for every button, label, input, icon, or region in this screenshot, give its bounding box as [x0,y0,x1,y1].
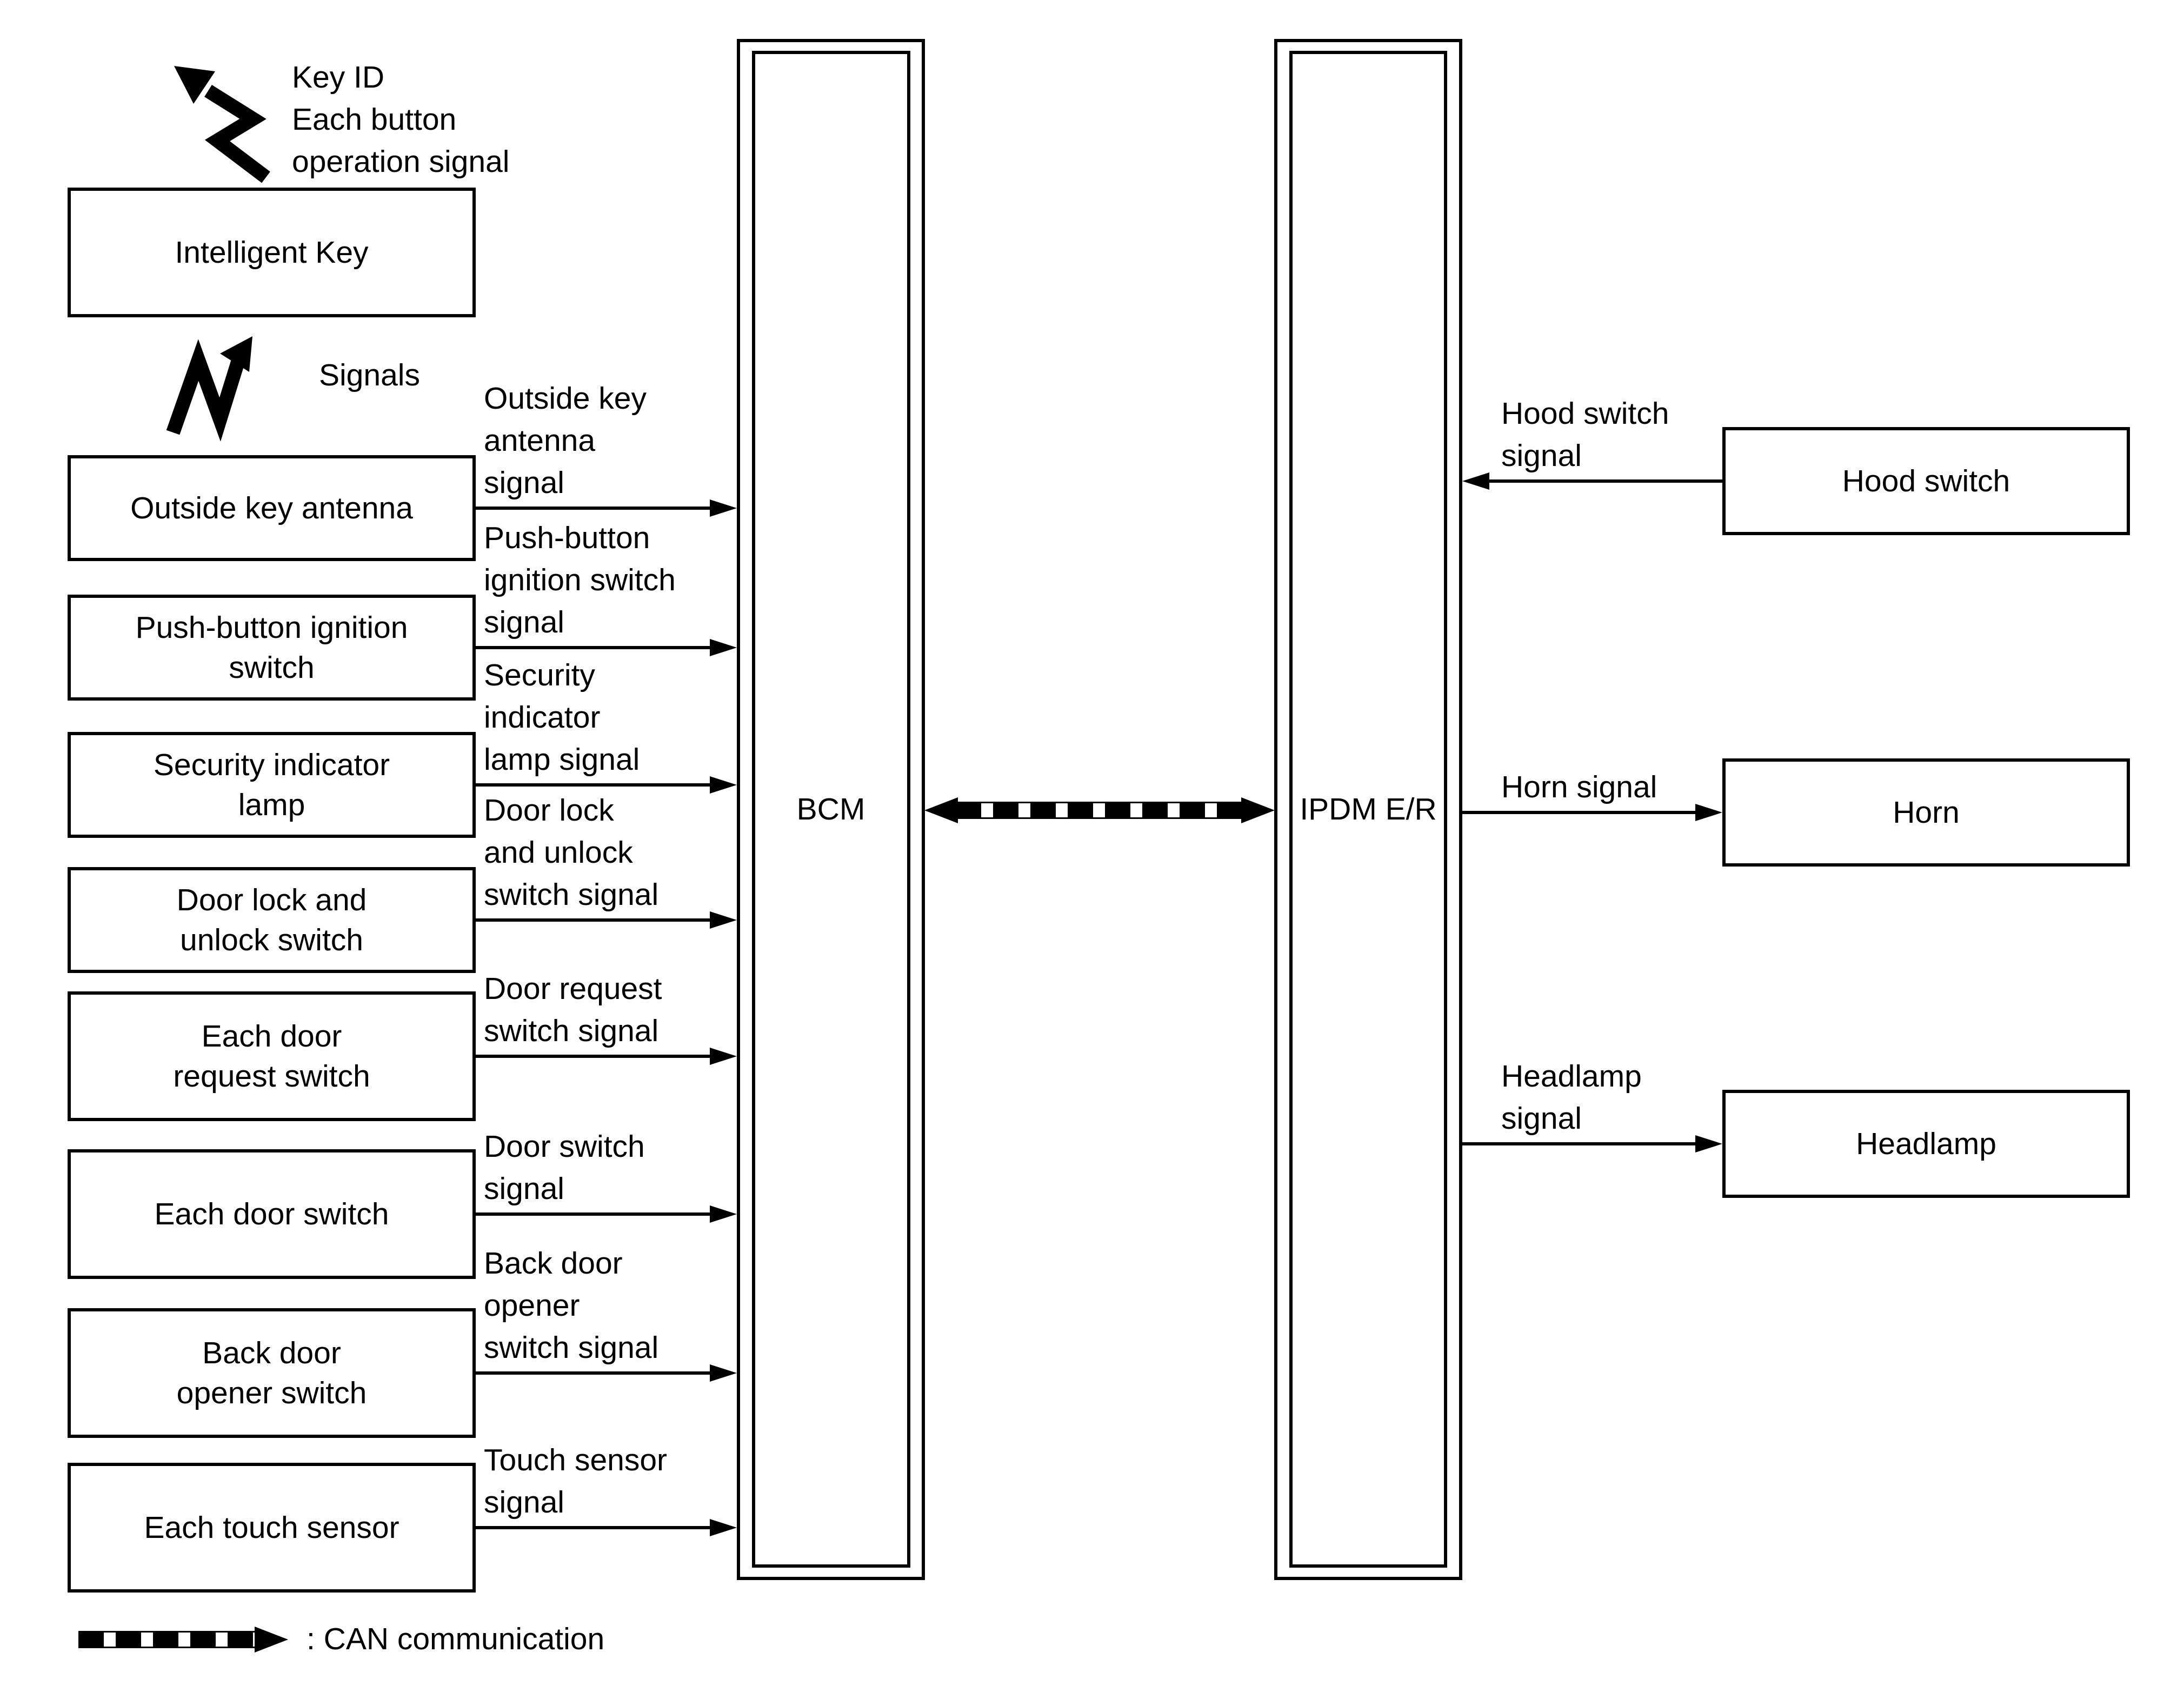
node-label: Security indicator lamp [153,748,390,822]
intelligent-key-box: Intelligent Key [68,188,476,317]
arrow-line [476,1371,712,1375]
node-each-door-switch: Each door switch [68,1149,476,1279]
arrowhead-right-icon [710,1364,737,1382]
arrow-line [476,507,712,510]
can-arrowhead-left-icon [924,797,958,823]
node-label: Door lock and unlock switch [176,883,367,957]
node-label: Hood switch [1842,464,2010,498]
arrowhead-right-icon [1695,804,1722,821]
signal-label-touch-sensor: Touch sensor signal [484,1443,668,1520]
arrowhead-right-icon [1695,1135,1722,1152]
arrow-line [1462,811,1696,814]
intelligent-key-label: Intelligent Key [175,235,369,270]
arrow-line [476,783,712,787]
bcm-box-inner [752,51,910,1568]
node-headlamp: Headlamp [1722,1090,2130,1198]
arrow-line [476,918,712,922]
node-label: Headlamp [1856,1127,1996,1161]
node-outside-key-antenna: Outside key antenna [68,455,476,561]
signal-label-door-request: Door request switch signal [484,971,662,1048]
legend-can-arrowhead-icon [255,1627,288,1653]
node-label: Each touch sensor [144,1510,399,1545]
node-each-touch-sensor: Each touch sensor [68,1463,476,1593]
node-label: Each door switch [154,1197,389,1231]
node-label: Horn [1893,795,1960,830]
node-door-lock-unlock-switch: Door lock and unlock switch [68,867,476,973]
signals-zigzag-arrow-icon [166,336,252,442]
can-arrowhead-right-icon [1241,797,1275,823]
signal-label-push-button-ignition: Push-button ignition switch signal [484,521,676,639]
signal-label-hood-switch: Hood switch signal [1501,396,1669,473]
arrowhead-right-icon [710,1519,737,1536]
arrowhead-right-icon [710,1205,737,1223]
signal-label-outside-key-antenna: Outside key antenna signal [484,381,647,500]
arrowhead-left-icon [1462,472,1489,490]
node-horn: Horn [1722,758,2130,867]
signal-label-horn: Horn signal [1501,770,1657,804]
signal-label-door-switch: Door switch signal [484,1129,645,1206]
node-push-button-ignition-switch: Push-button ignition switch [68,595,476,701]
arrow-line [476,1055,712,1058]
node-back-door-opener-switch: Back door opener switch [68,1308,476,1438]
arrow-line [1488,479,1722,483]
arrowhead-right-icon [710,776,737,794]
signal-label-back-door-opener: Back door opener switch signal [484,1246,659,1365]
signals-note: Signals [319,358,420,392]
arrow-line [476,1212,712,1216]
legend-label: : CAN communication [307,1622,605,1656]
arrowhead-right-icon [710,911,737,929]
bcm-label: BCM [796,792,865,827]
arrow-line [476,646,712,649]
node-label: Back door opener switch [176,1336,367,1410]
signal-label-headlamp: Headlamp signal [1501,1059,1642,1136]
key-id-zigzag-arrow-icon [174,66,270,183]
node-each-door-request-switch: Each door request switch [68,991,476,1121]
arrowhead-right-icon [710,1048,737,1065]
can-bus-arrow-body [956,802,1243,819]
arrow-line [1462,1142,1696,1145]
arrowhead-right-icon [710,639,737,656]
arrow-line [476,1526,712,1529]
signal-label-security-indicator: Security indicator lamp signal [484,658,640,777]
node-label: Push-button ignition switch [135,610,408,685]
signal-label-door-lock-unlock: Door lock and unlock switch signal [484,793,659,912]
node-security-indicator-lamp: Security indicator lamp [68,732,476,838]
node-label: Each door request switch [173,1019,370,1094]
ipdm-box-inner [1289,51,1447,1568]
node-hood-switch: Hood switch [1722,427,2130,535]
legend-can-arrow-body [78,1631,257,1648]
ipdm-label: IPDM E/R [1300,792,1437,827]
arrowhead-right-icon [710,499,737,517]
key-id-note: Key ID Each button operation signal [292,60,510,179]
node-label: Outside key antenna [130,491,413,525]
